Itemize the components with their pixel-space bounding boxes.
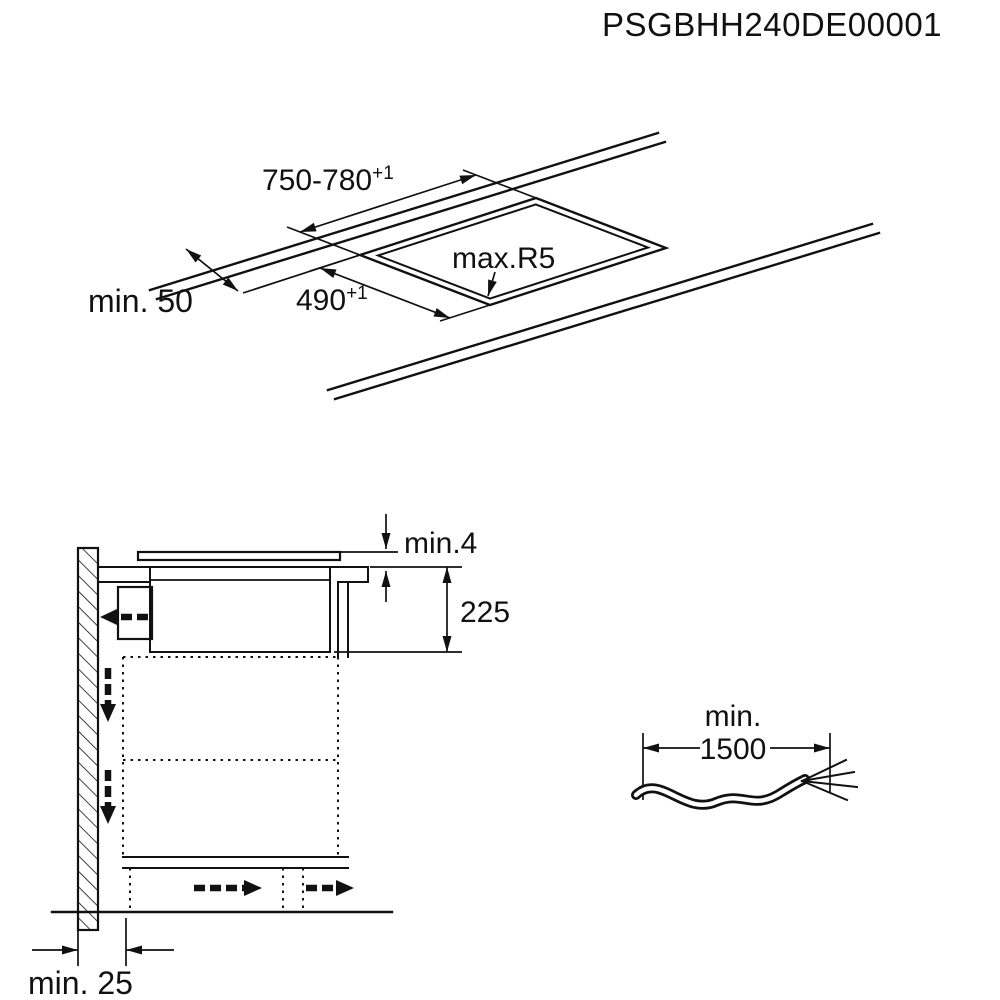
depth-dimension-arrow bbox=[319, 267, 451, 319]
clearance-reference-line bbox=[242, 254, 361, 294]
wall-hatch bbox=[76, 546, 100, 932]
cable-length-label: 1500 bbox=[700, 733, 767, 766]
cutout-inner-outline bbox=[375, 203, 651, 300]
front-clearance-arrow bbox=[185, 248, 239, 292]
wall-clearance-label: min. 25 bbox=[28, 965, 133, 1000]
dimension-depth-label: 490+1 bbox=[296, 283, 368, 317]
worktop-front-edge-line bbox=[326, 222, 874, 392]
front-clearance-label: min. 50 bbox=[88, 283, 193, 319]
airflow-down-arrow-icon-2 bbox=[100, 806, 116, 824]
side-view-section-diagram: min.4 225 min. 25 bbox=[28, 514, 510, 1000]
exhaust-outlet-box bbox=[116, 585, 154, 641]
cable-wire-ends-icon bbox=[800, 758, 859, 802]
top-gap-label: min.4 bbox=[404, 527, 477, 560]
cable-min-label: min. bbox=[705, 700, 762, 733]
hob-glass-top bbox=[136, 550, 342, 562]
corner-radius-arrow bbox=[487, 271, 497, 297]
dimension-width-label: 750-780+1 bbox=[262, 163, 394, 197]
airflow-down-arrow-icon-1 bbox=[100, 704, 116, 722]
exhaust-left-arrow-icon bbox=[100, 609, 117, 625]
cable-core bbox=[633, 776, 808, 807]
cable-length-diagram: min. 1500 bbox=[631, 700, 859, 810]
airflow-out-arrow-icon-2 bbox=[336, 880, 354, 896]
airflow-out-arrow-icon-1 bbox=[244, 880, 262, 896]
width-extension-line-left bbox=[286, 226, 361, 256]
drawing-code: PSGBHH240DE00001 bbox=[602, 6, 942, 43]
top-view-cutout-diagram: 750-780+1 490+1 min. 50 max.R5 bbox=[88, 131, 881, 401]
width-dimension-arrow bbox=[299, 174, 477, 233]
recess-depth-label: 225 bbox=[460, 596, 510, 629]
depth-extension-line-bottom bbox=[439, 304, 491, 322]
worktop-front-edge-line-2 bbox=[333, 231, 881, 401]
corner-radius-label: max.R5 bbox=[452, 242, 555, 275]
